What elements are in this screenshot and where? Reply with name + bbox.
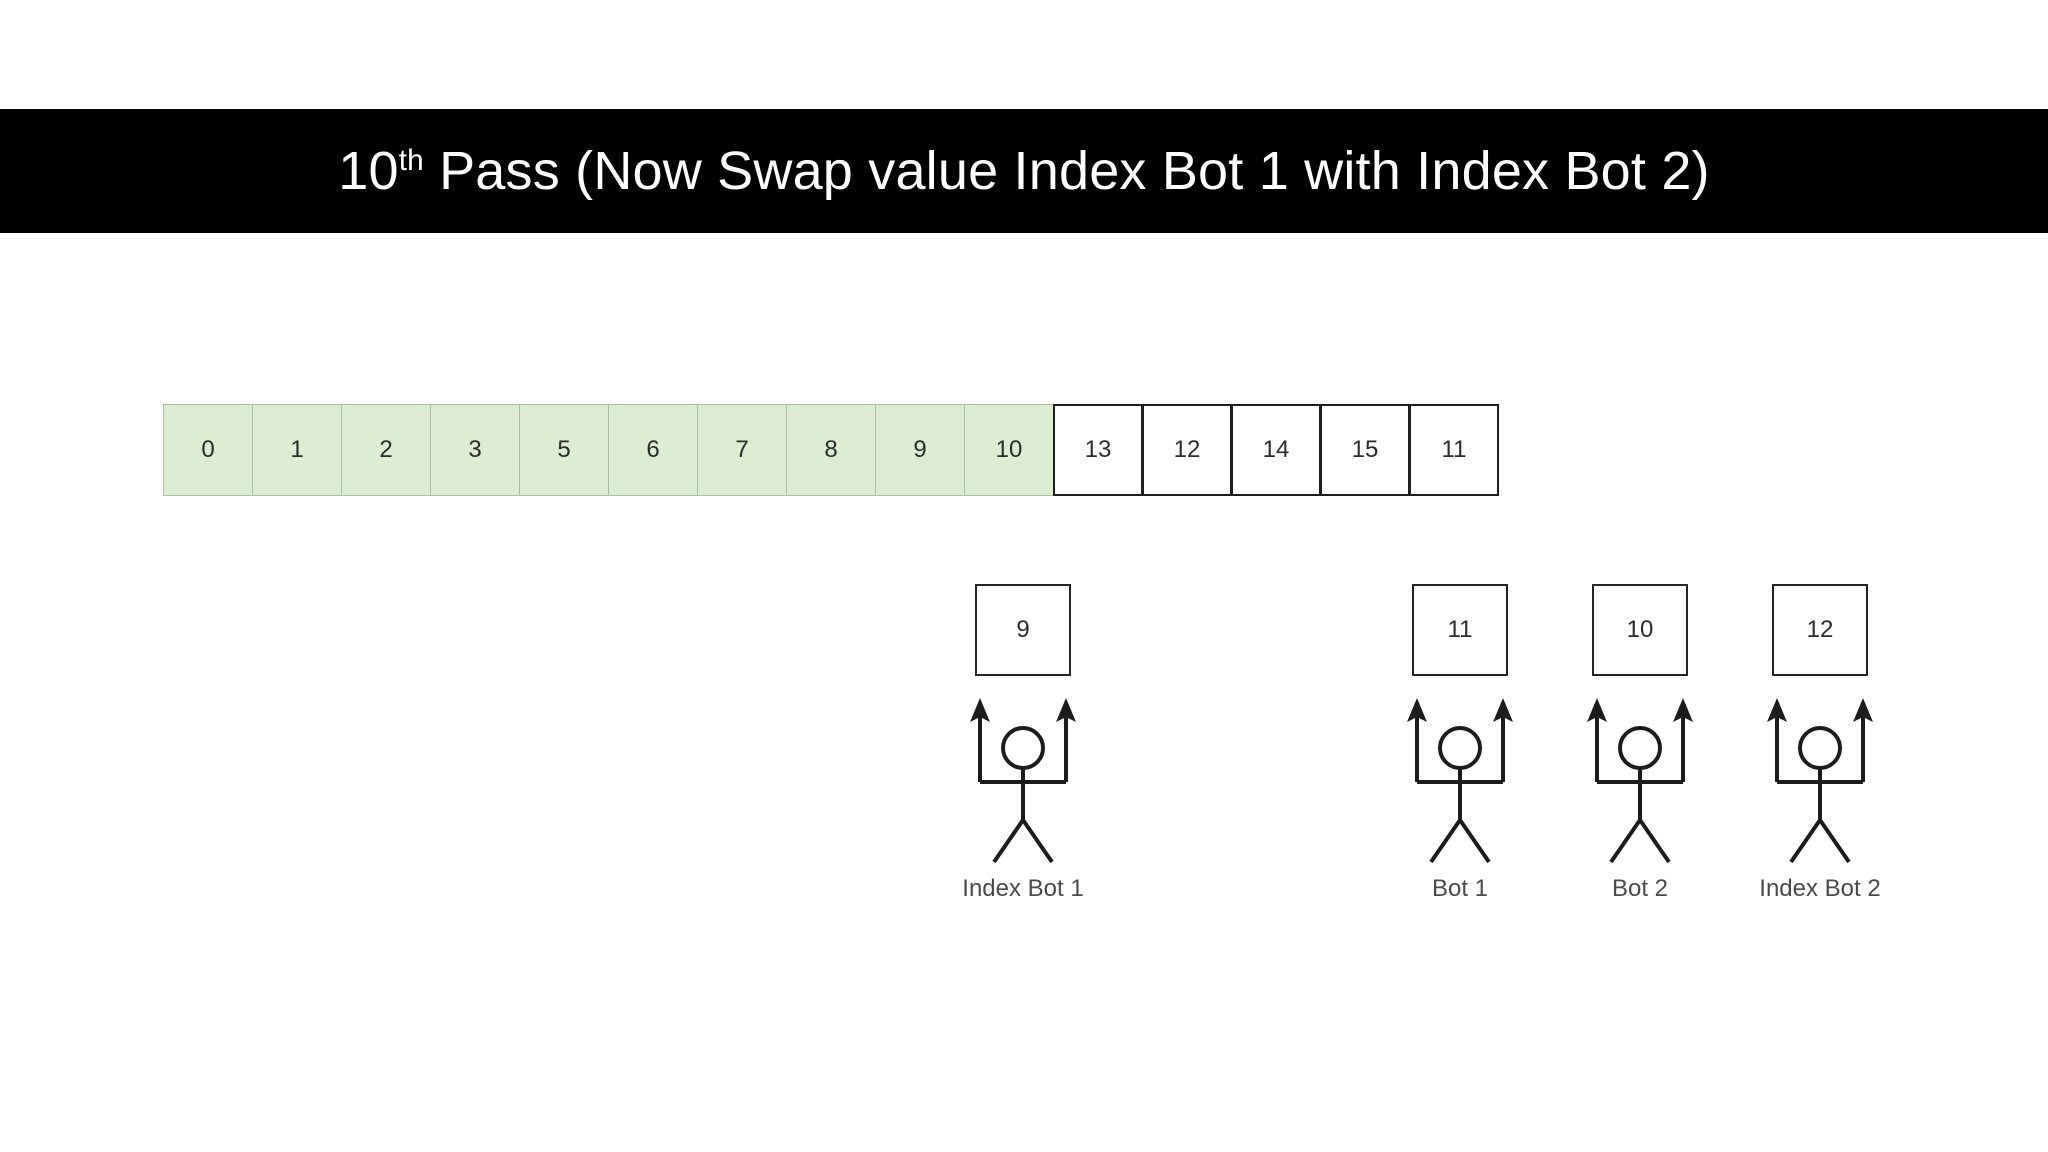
array-cell: 3 — [430, 404, 520, 496]
bot-held-value-box: 11 — [1412, 584, 1508, 676]
bot-label: Index Bot 1 — [962, 875, 1084, 902]
array-cell: 0 — [163, 404, 253, 496]
title-ordinal-suffix: th — [398, 144, 424, 177]
bot-held-value-box: 12 — [1772, 584, 1868, 676]
bot-figure — [1755, 686, 1885, 871]
bot: 9 Index Bot 1 — [933, 584, 1113, 903]
array-cell: 2 — [341, 404, 431, 496]
bot-figure — [1395, 686, 1525, 871]
bot-figure — [958, 686, 1088, 871]
bot: 10 Bot 2 — [1550, 584, 1730, 903]
stick-figure-icon — [1767, 698, 1873, 864]
title-ordinal-number: 10 — [338, 141, 399, 201]
title-rest: Pass (Now Swap value Index Bot 1 with In… — [423, 141, 1710, 201]
array-cell: 15 — [1320, 404, 1410, 496]
array-cell: 10 — [964, 404, 1054, 496]
bot: 12 Index Bot 2 — [1730, 584, 1910, 903]
array-cell: 8 — [786, 404, 876, 496]
bot-label: Bot 1 — [1431, 875, 1489, 902]
bot-label: Bot 2 — [1611, 875, 1669, 902]
bot-held-value-box: 9 — [975, 584, 1071, 676]
stick-figure-icon — [1587, 698, 1693, 864]
array-cell: 7 — [697, 404, 787, 496]
bot-held-value-box: 10 — [1592, 584, 1688, 676]
array-cell: 6 — [608, 404, 698, 496]
array-cell: 13 — [1053, 404, 1143, 496]
stick-figure-icon — [1407, 698, 1513, 864]
bot-label: Index Bot 2 — [1759, 875, 1881, 902]
stick-figure-icon — [970, 698, 1076, 864]
bot-figure — [1575, 686, 1705, 871]
array-cell: 11 — [1409, 404, 1499, 496]
page-title: 10th Pass (Now Swap value Index Bot 1 wi… — [338, 144, 1710, 198]
array-cell: 9 — [875, 404, 965, 496]
bot: 11 Bot 1 — [1370, 584, 1550, 903]
array-cell: 1 — [252, 404, 342, 496]
array-cell: 12 — [1142, 404, 1232, 496]
title-banner: 10th Pass (Now Swap value Index Bot 1 wi… — [0, 109, 2048, 233]
array-cell: 5 — [519, 404, 609, 496]
array-cell: 14 — [1231, 404, 1321, 496]
